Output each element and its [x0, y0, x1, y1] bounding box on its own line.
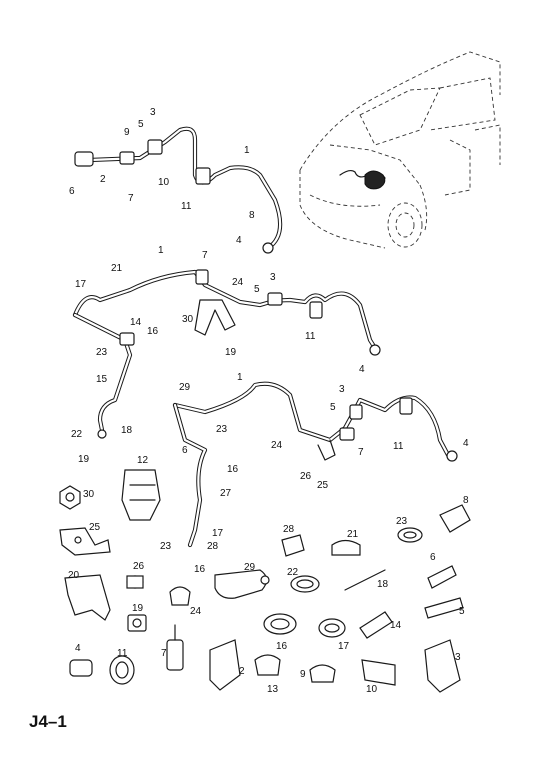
callout-label: 10 — [366, 684, 378, 695]
callout-label: 17 — [212, 528, 224, 539]
callout-label: 23 — [396, 516, 408, 527]
callout-label: 21 — [111, 263, 123, 274]
callout-label: 7 — [202, 250, 208, 261]
callout-label: 30 — [83, 489, 95, 500]
callout-label: 7 — [161, 648, 167, 659]
callout-label: 24 — [232, 277, 244, 288]
callout-labels: 1 3 5 9 2 6 7 10 11 8 4 1 7 21 17 24 3 5… — [68, 107, 469, 695]
callout-label: 6 — [69, 186, 75, 197]
callout-label: 26 — [300, 471, 312, 482]
page-reference: J4–1 — [29, 712, 67, 731]
callout-label: 11 — [305, 331, 316, 342]
callout-label: 2 — [239, 666, 245, 677]
individual-parts — [59, 469, 471, 693]
callout-label: 6 — [182, 445, 188, 456]
callout-label: 3 — [339, 384, 345, 395]
callout-label: 21 — [347, 529, 359, 540]
callout-label: 9 — [300, 669, 306, 680]
callout-label: 22 — [71, 429, 83, 440]
callout-label: 14 — [130, 317, 142, 328]
lower-hose-assembly — [172, 381, 458, 548]
callout-label: 23 — [160, 541, 172, 552]
callout-label: 11 — [117, 648, 128, 659]
callout-label: 17 — [75, 279, 87, 290]
callout-label: 28 — [283, 524, 295, 535]
callout-label: 26 — [133, 561, 145, 572]
callout-label: 30 — [182, 314, 194, 325]
callout-label: 5 — [138, 119, 144, 130]
callout-label: 18 — [377, 579, 389, 590]
callout-label: 29 — [244, 562, 256, 573]
callout-label: 6 — [430, 552, 436, 563]
callout-label: 24 — [271, 440, 283, 451]
callout-label: 19 — [78, 454, 90, 465]
callout-label: 4 — [75, 643, 81, 654]
callout-label: 16 — [227, 464, 239, 475]
callout-label: 20 — [68, 570, 80, 581]
callout-label: 25 — [317, 480, 329, 491]
callout-label: 1 — [244, 145, 250, 156]
callout-label: 17 — [338, 641, 350, 652]
middle-hose-assembly — [72, 269, 381, 439]
callout-label: 27 — [220, 488, 232, 499]
callout-label: 8 — [249, 210, 255, 221]
callout-label: 7 — [358, 447, 364, 458]
callout-label: 5 — [254, 284, 260, 295]
callout-label: 2 — [100, 174, 106, 185]
callout-label: 23 — [96, 347, 108, 358]
callout-label: 16 — [194, 564, 206, 575]
callout-label: 19 — [132, 603, 144, 614]
vehicle-outline — [299, 51, 501, 249]
callout-label: 4 — [463, 438, 469, 449]
callout-label: 5 — [330, 402, 336, 413]
callout-label: 22 — [287, 567, 299, 578]
callout-label: 14 — [390, 620, 402, 631]
callout-label: 13 — [267, 684, 279, 695]
callout-label: 23 — [216, 424, 228, 435]
callout-label: 18 — [121, 425, 133, 436]
callout-label: 5 — [459, 606, 465, 617]
callout-label: 4 — [359, 364, 365, 375]
callout-label: 24 — [190, 606, 202, 617]
callout-label: 9 — [124, 127, 130, 138]
top-hose-assembly — [74, 126, 283, 254]
callout-label: 10 — [158, 177, 170, 188]
callout-label: 19 — [225, 347, 237, 358]
callout-label: 8 — [463, 495, 469, 506]
callout-label: 1 — [237, 372, 243, 383]
callout-label: 12 — [137, 455, 149, 466]
callout-label: 1 — [158, 245, 164, 256]
callout-label: 29 — [179, 382, 191, 393]
callout-label: 16 — [147, 326, 159, 337]
callout-label: 7 — [128, 193, 134, 204]
callout-label: 16 — [276, 641, 288, 652]
callout-label: 3 — [455, 652, 461, 663]
callout-label: 4 — [236, 235, 242, 246]
callout-label: 25 — [89, 522, 101, 533]
callout-label: 3 — [150, 107, 156, 118]
callout-label: 15 — [96, 374, 108, 385]
callout-label: 3 — [270, 272, 276, 283]
callout-label: 28 — [207, 541, 219, 552]
callout-label: 11 — [393, 441, 404, 452]
callout-label: 11 — [181, 201, 192, 212]
